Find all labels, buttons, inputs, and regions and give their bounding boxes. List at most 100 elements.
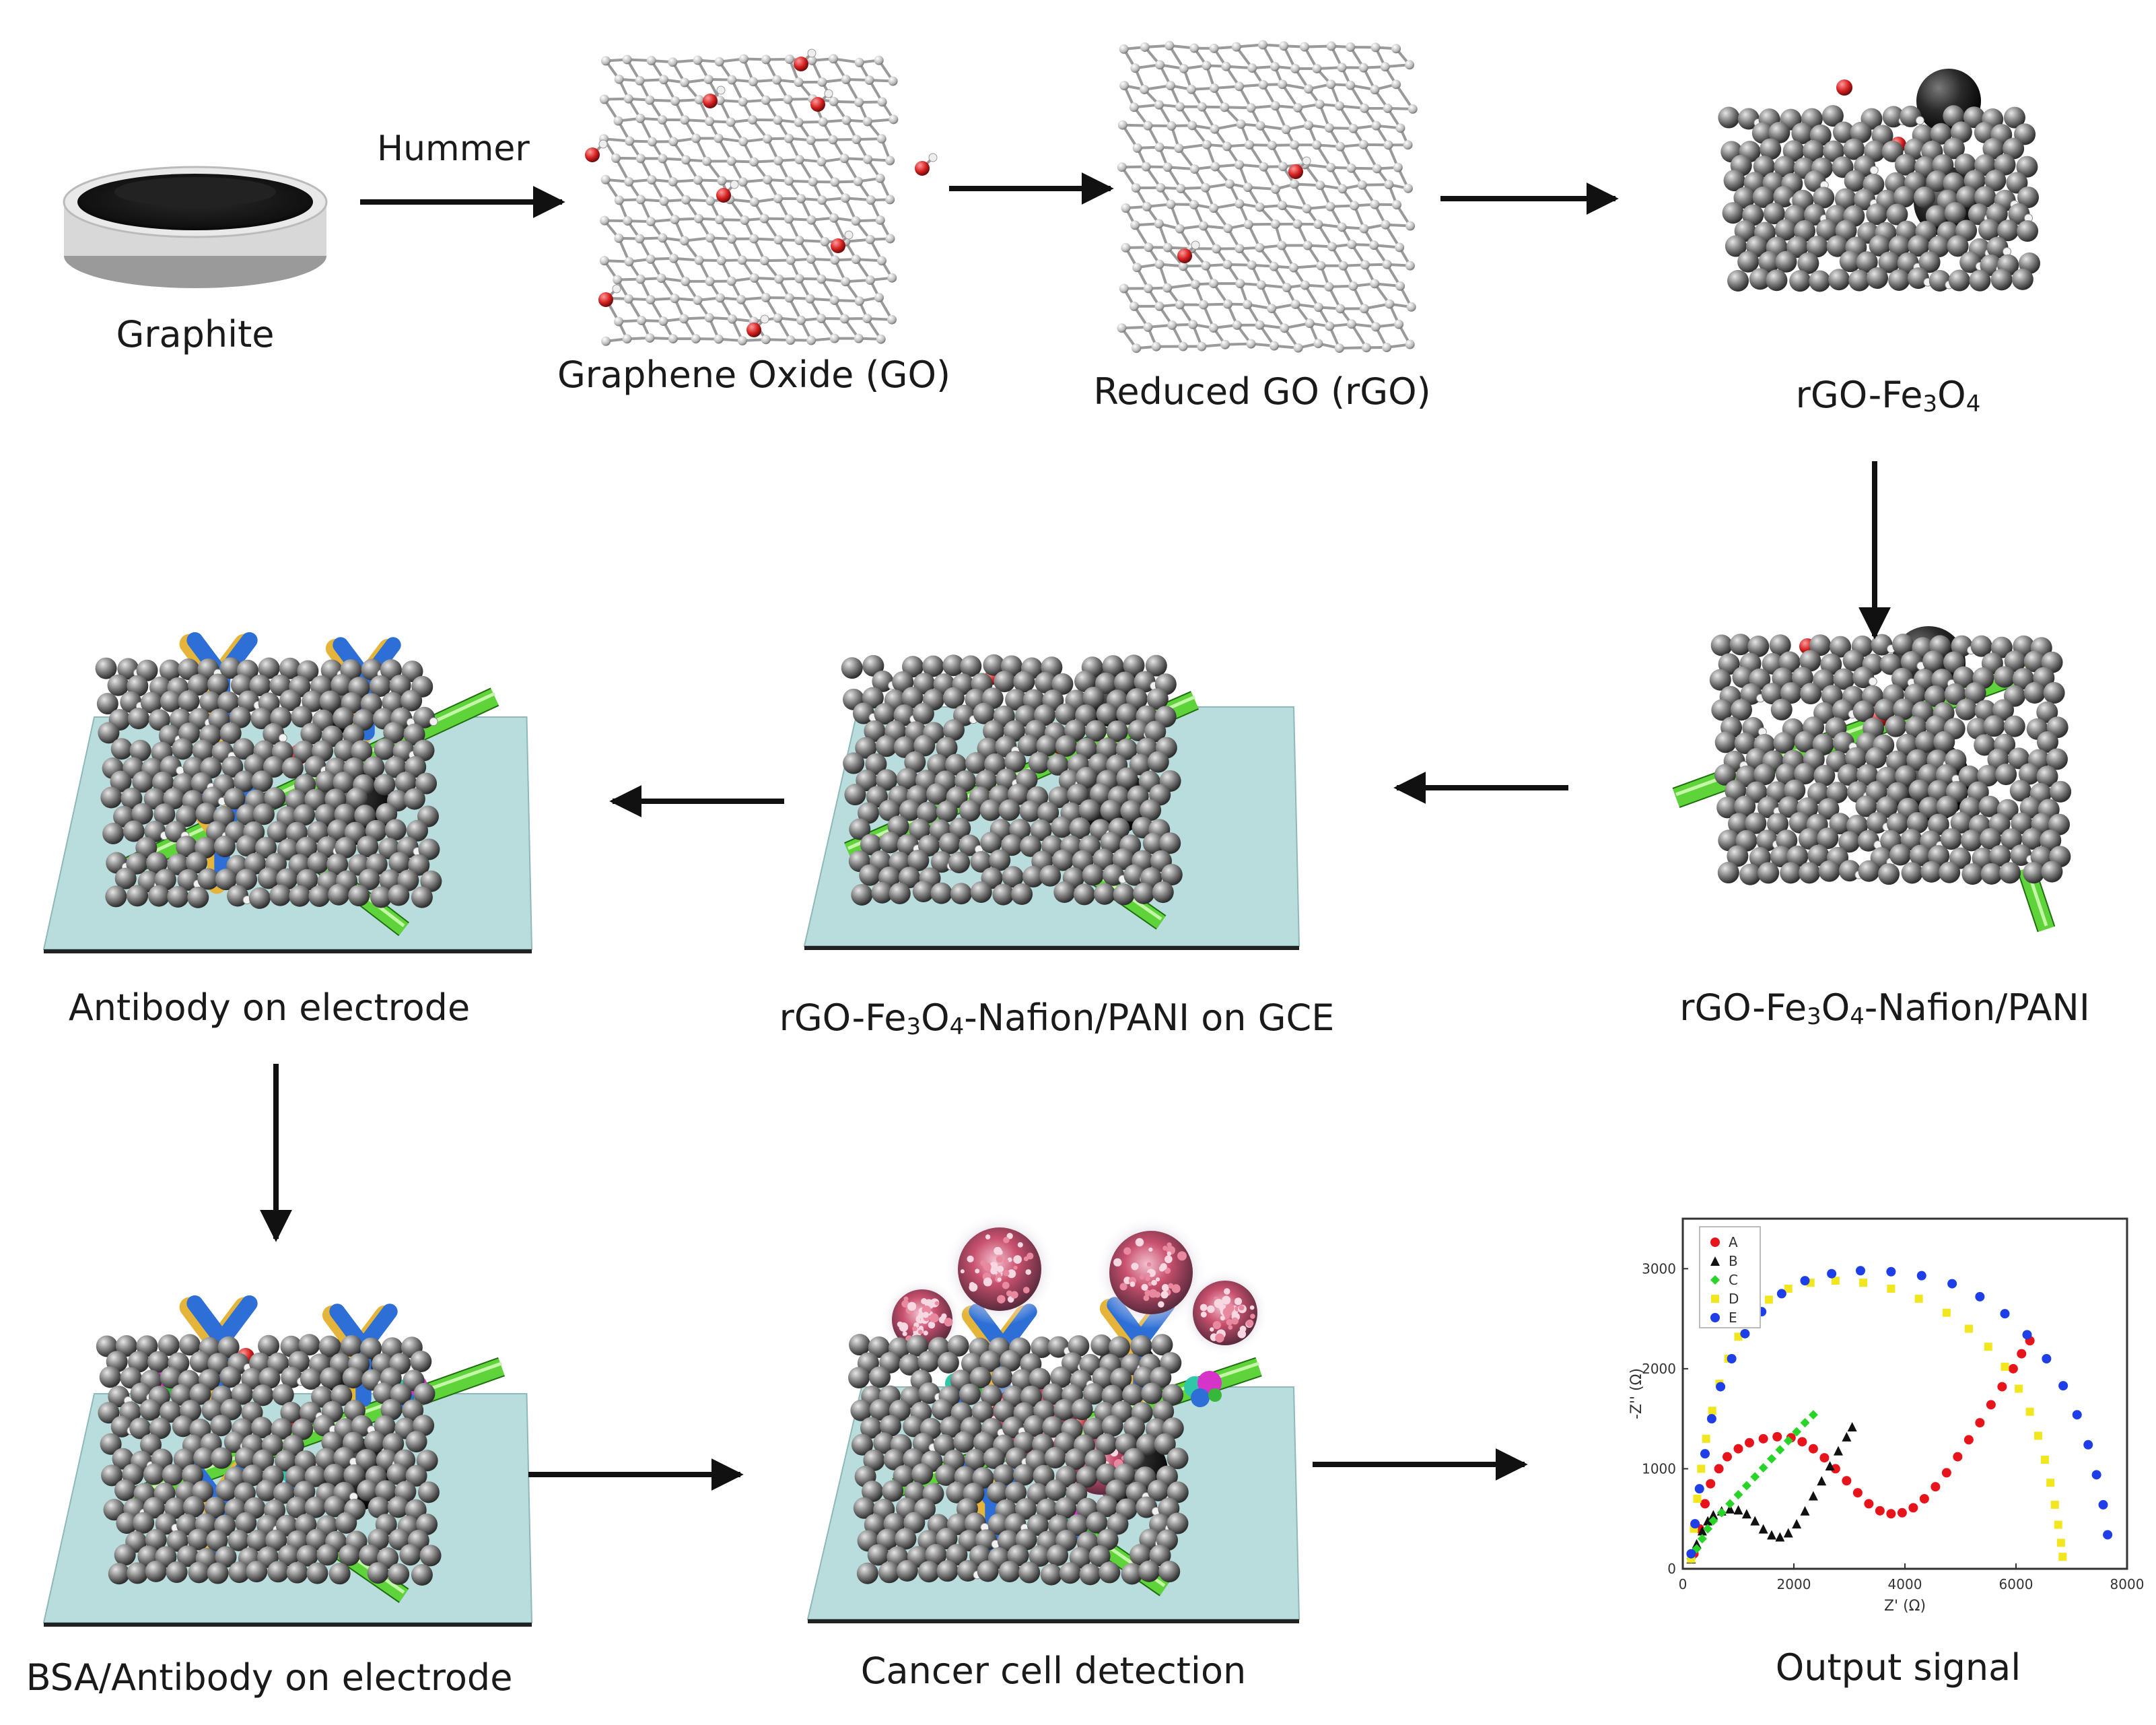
- carbon-atom: [1232, 42, 1241, 52]
- carbon-atom: [830, 296, 839, 305]
- carbon-atom: [938, 1352, 959, 1374]
- chart-point: [1819, 1453, 1829, 1462]
- chart-point: [1964, 1435, 1974, 1444]
- rgo-fe3o4-nafion-pani-label-main: rGO-Fe: [1679, 986, 1807, 1029]
- carbon-atom: [820, 237, 829, 246]
- carbon-atom: [1381, 220, 1390, 230]
- carbon-atom: [1130, 1335, 1152, 1357]
- carbon-atom: [681, 195, 691, 205]
- carbon-atom: [348, 885, 370, 906]
- carbon-atom: [854, 98, 864, 107]
- carbon-atom: [773, 156, 783, 166]
- carbon-atom: [817, 195, 827, 205]
- carbon-atom: [1132, 263, 1142, 272]
- carbon-atom: [1166, 81, 1175, 90]
- carbon-atom: [1210, 162, 1220, 171]
- carbon-atom: [1371, 121, 1381, 131]
- hydrogen-atom: [761, 315, 769, 323]
- cancer-cell-texture: [1239, 1305, 1244, 1310]
- chart-x-axis-label: Z' (Ω): [1884, 1598, 1926, 1615]
- carbon-atom: [1395, 123, 1405, 133]
- chart-point: [1875, 1506, 1885, 1516]
- carbon-atom: [1395, 281, 1405, 291]
- cancer-cell-texture: [1013, 1255, 1022, 1264]
- chart-point: [1953, 1452, 1962, 1462]
- carbon-atom: [637, 316, 646, 325]
- carbon-atom: [819, 117, 828, 127]
- carbon-atom: [785, 294, 794, 303]
- carbon-atom: [717, 176, 726, 186]
- chart-point: [1765, 1295, 1773, 1304]
- carbon-atom: [1129, 102, 1139, 112]
- graphite-label: Graphite: [116, 316, 274, 353]
- carbon-atom: [1119, 284, 1129, 294]
- carbon-atom: [385, 819, 407, 840]
- chart-point: [1856, 1266, 1865, 1275]
- carbon-atom: [1350, 201, 1359, 210]
- graphite-mound: [114, 177, 276, 207]
- chart-y-tick-label: 1000: [1642, 1460, 1676, 1477]
- carbon-atom: [1164, 41, 1174, 50]
- carbon-atom: [739, 54, 749, 63]
- carbon-atom: [830, 177, 839, 187]
- carbon-atom: [1302, 204, 1311, 213]
- carbon-atom: [1799, 862, 1820, 883]
- carbon-atom: [1789, 270, 1811, 292]
- carbon-atom: [1223, 260, 1232, 269]
- reduced-go-lattice: [1117, 40, 1417, 353]
- carbon-atom: [693, 175, 703, 184]
- carbon-atom: [668, 334, 678, 343]
- carbon-atom: [614, 317, 623, 327]
- carbon-atom: [1771, 699, 1793, 720]
- carbon-atom: [866, 195, 876, 205]
- carbon-atom: [1347, 240, 1356, 249]
- carbon-atom: [600, 256, 609, 265]
- carbon-atom: [1392, 200, 1401, 209]
- carbon-atom: [1994, 666, 2015, 687]
- carbon-atom: [878, 97, 887, 106]
- carbon-atom: [1291, 300, 1300, 309]
- carbon-atom: [1094, 883, 1115, 905]
- carbon-atom: [869, 1366, 891, 1388]
- chart-point: [1707, 1414, 1716, 1423]
- carbon-atom: [959, 1384, 981, 1405]
- carbon-atom: [658, 154, 667, 164]
- carbon-atom: [316, 1544, 338, 1565]
- carbon-atom: [105, 885, 127, 907]
- carbon-atom: [841, 193, 850, 203]
- carbon-atom: [670, 96, 680, 106]
- carbon-atom: [877, 256, 886, 265]
- cancer-cell-texture: [1156, 1277, 1160, 1281]
- carbon-atom: [1405, 340, 1415, 349]
- carbon-atom: [615, 75, 624, 84]
- carbon-atom: [913, 703, 934, 724]
- carbon-atom: [1305, 318, 1315, 328]
- carbon-atom: [624, 294, 633, 304]
- carbon-atom: [794, 236, 804, 245]
- chart-point: [1842, 1476, 1851, 1485]
- carbon-atom: [1304, 121, 1313, 130]
- carbon-atom: [829, 213, 839, 223]
- carbon-atom: [388, 1563, 409, 1585]
- carbon-atom: [1191, 279, 1200, 289]
- carbon-atom: [647, 175, 656, 184]
- carbon-atom: [841, 277, 850, 286]
- rgo-fe3o4-nafion-pani-mid: O: [1821, 986, 1850, 1029]
- carbon-atom: [857, 1563, 878, 1584]
- carbon-atom: [693, 296, 703, 305]
- carbon-atom: [1154, 219, 1164, 228]
- cancer-cell-texture: [1223, 1308, 1232, 1317]
- carbon-atom: [645, 96, 654, 105]
- carbon-atom: [1370, 279, 1379, 288]
- carbon-atom: [750, 273, 759, 283]
- carbon-atom: [1174, 143, 1183, 153]
- carbon-atom: [750, 197, 759, 207]
- rgo-fe3o4-label-sub2: 4: [1966, 391, 1981, 417]
- carbon-atom: [625, 137, 634, 146]
- carbon-atom: [404, 788, 425, 810]
- rgo-fe3o4-nafion-pani-label: rGO-Fe3O4-Nafion/PANI: [1679, 990, 2089, 1028]
- carbon-atom: [1201, 183, 1210, 193]
- carbon-atom: [806, 135, 816, 145]
- chart-point: [1975, 1292, 1984, 1301]
- carbon-atom: [727, 75, 736, 85]
